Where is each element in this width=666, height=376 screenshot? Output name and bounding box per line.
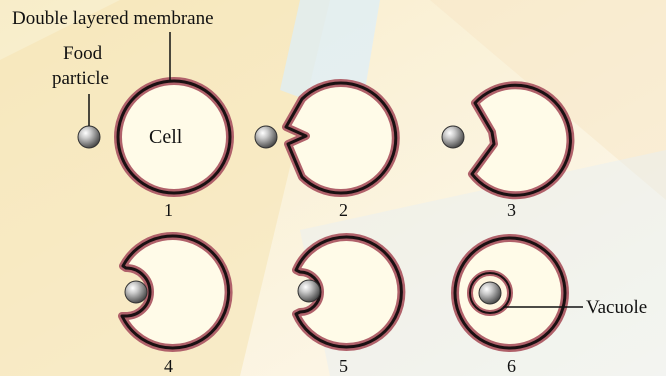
cell-stage-6 xyxy=(455,238,565,348)
cell-label: Cell xyxy=(149,126,183,148)
stage-number-5: 5 xyxy=(339,356,348,376)
food-particle-4 xyxy=(125,281,147,303)
stage-number-6: 6 xyxy=(507,356,516,376)
food-particle-2 xyxy=(255,126,277,148)
vacuole-label: Vacuole xyxy=(586,297,647,318)
food-label-line2: particle xyxy=(52,68,109,89)
stage-number-4: 4 xyxy=(164,356,173,376)
membrane-label: Double layered membrane xyxy=(12,8,214,29)
food-particle-1 xyxy=(78,126,100,148)
food-particle-3 xyxy=(442,126,464,148)
food-particle-5 xyxy=(298,280,320,302)
food-particle-6 xyxy=(479,282,501,304)
stage-number-2: 2 xyxy=(339,200,348,220)
cell-stage-2 xyxy=(286,83,396,193)
food-label-line1: Food xyxy=(63,43,103,64)
stage-number-1: 1 xyxy=(164,200,173,220)
stage-number-3: 3 xyxy=(507,200,516,220)
